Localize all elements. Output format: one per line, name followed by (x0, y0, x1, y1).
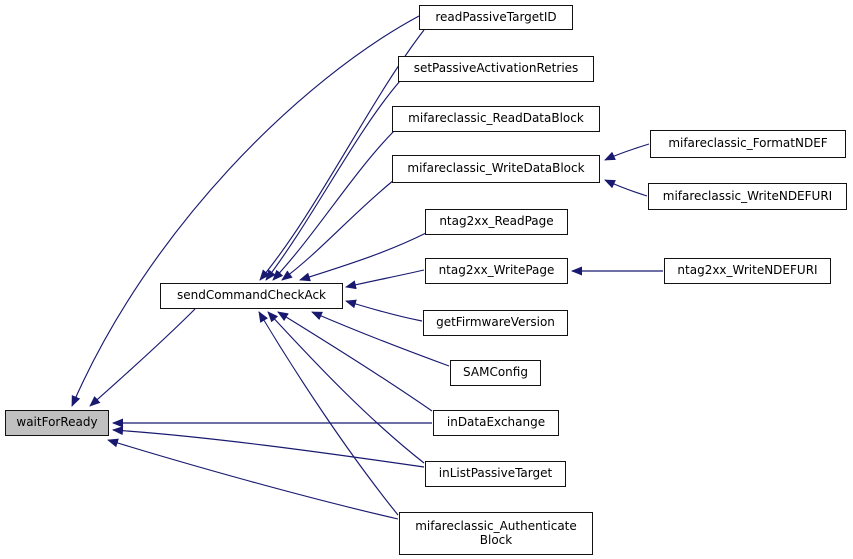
edge-readPassiveTargetID-calls-waitForReady (71, 15, 420, 407)
node-label: waitForReady (16, 415, 98, 430)
node-ntag2xx_WritePage[interactable]: ntag2xx_WritePage (425, 258, 568, 284)
edge-mifareclassic_FormatNDEF-calls-mifareclassic_WriteDataBlock (604, 143, 650, 161)
node-waitForReady: waitForReady (5, 410, 109, 436)
node-setPassiveActivationRetries[interactable]: setPassiveActivationRetries (398, 56, 594, 82)
node-label: sendCommandCheckAck (177, 288, 326, 303)
edge-mifareclassic_AuthenticateBlock-calls-waitForReady (107, 438, 399, 520)
node-ntag2xx_WriteNDEFURI[interactable]: ntag2xx_WriteNDEFURI (664, 258, 831, 284)
node-sendCommandCheckAck[interactable]: sendCommandCheckAck (160, 283, 343, 309)
edge-getFirmwareVersion-calls-sendCommandCheckAck (345, 299, 423, 322)
edge-mifareclassic_AuthenticateBlock-calls-sendCommandCheckAck (258, 311, 399, 516)
node-mifareclassic_FormatNDEF[interactable]: mifareclassic_FormatNDEF (650, 130, 846, 158)
edge-setPassiveActivationRetries-calls-sendCommandCheckAck (265, 80, 401, 281)
edge-inListPassiveTarget-calls-waitForReady (112, 426, 425, 468)
node-inListPassiveTarget[interactable]: inListPassiveTarget (425, 461, 566, 487)
node-label: mifareclassic_WriteDataBlock (407, 161, 585, 176)
node-mifareclassic_ReadDataBlock[interactable]: mifareclassic_ReadDataBlock (392, 106, 600, 132)
edge-ntag2xx_ReadPage-calls-sendCommandCheckAck (299, 232, 427, 282)
node-label: mifareclassic_FormatNDEF (668, 136, 828, 151)
edge-sendCommandCheckAck-calls-waitForReady (89, 308, 196, 407)
node-label-line-1: mifareclassic_Authenticate (415, 518, 577, 533)
node-label: getFirmwareVersion (436, 315, 555, 330)
edge-inDataExchange-calls-sendCommandCheckAck (277, 311, 433, 412)
edge-inListPassiveTarget-calls-sendCommandCheckAck (267, 311, 425, 464)
node-mifareclassic_AuthenticateBlock[interactable]: mifareclassic_Authenticate Block (399, 512, 593, 555)
node-label: SAMConfig (463, 365, 528, 380)
node-getFirmwareVersion[interactable]: getFirmwareVersion (423, 310, 568, 336)
node-label-line-2: Block (479, 532, 513, 547)
node-label: setPassiveActivationRetries (413, 61, 579, 76)
node-label: ntag2xx_WriteNDEFURI (677, 263, 818, 278)
node-label: readPassiveTargetID (435, 9, 557, 24)
node-readPassiveTargetID[interactable]: readPassiveTargetID (419, 5, 573, 30)
edge-mifareclassic_ReadDataBlock-calls-sendCommandCheckAck (272, 130, 395, 281)
node-label: ntag2xx_WritePage (438, 263, 555, 278)
node-ntag2xx_ReadPage[interactable]: ntag2xx_ReadPage (425, 209, 568, 235)
edge-ntag2xx_WritePage-calls-sendCommandCheckAck (345, 269, 425, 290)
edge-mifareclassic_WriteNDEFURI-calls-mifareclassic_WriteDataBlock (604, 179, 648, 197)
node-mifareclassic_WriteNDEFURI[interactable]: mifareclassic_WriteNDEFURI (648, 183, 847, 210)
edge-mifareclassic_WriteDataBlock-calls-sendCommandCheckAck (281, 179, 395, 281)
node-inDataExchange[interactable]: inDataExchange (433, 410, 559, 436)
node-label: mifareclassic_ReadDataBlock (408, 111, 584, 126)
node-label: inDataExchange (446, 415, 546, 430)
node-label: ntag2xx_ReadPage (439, 214, 554, 229)
node-SAMConfig[interactable]: SAMConfig (450, 360, 541, 386)
node-label: mifareclassic_WriteNDEFURI (662, 188, 833, 203)
node-label: inListPassiveTarget (438, 466, 553, 481)
node-mifareclassic_WriteDataBlock[interactable]: mifareclassic_WriteDataBlock (392, 155, 600, 183)
edge-SAMConfig-calls-sendCommandCheckAck (311, 311, 450, 367)
